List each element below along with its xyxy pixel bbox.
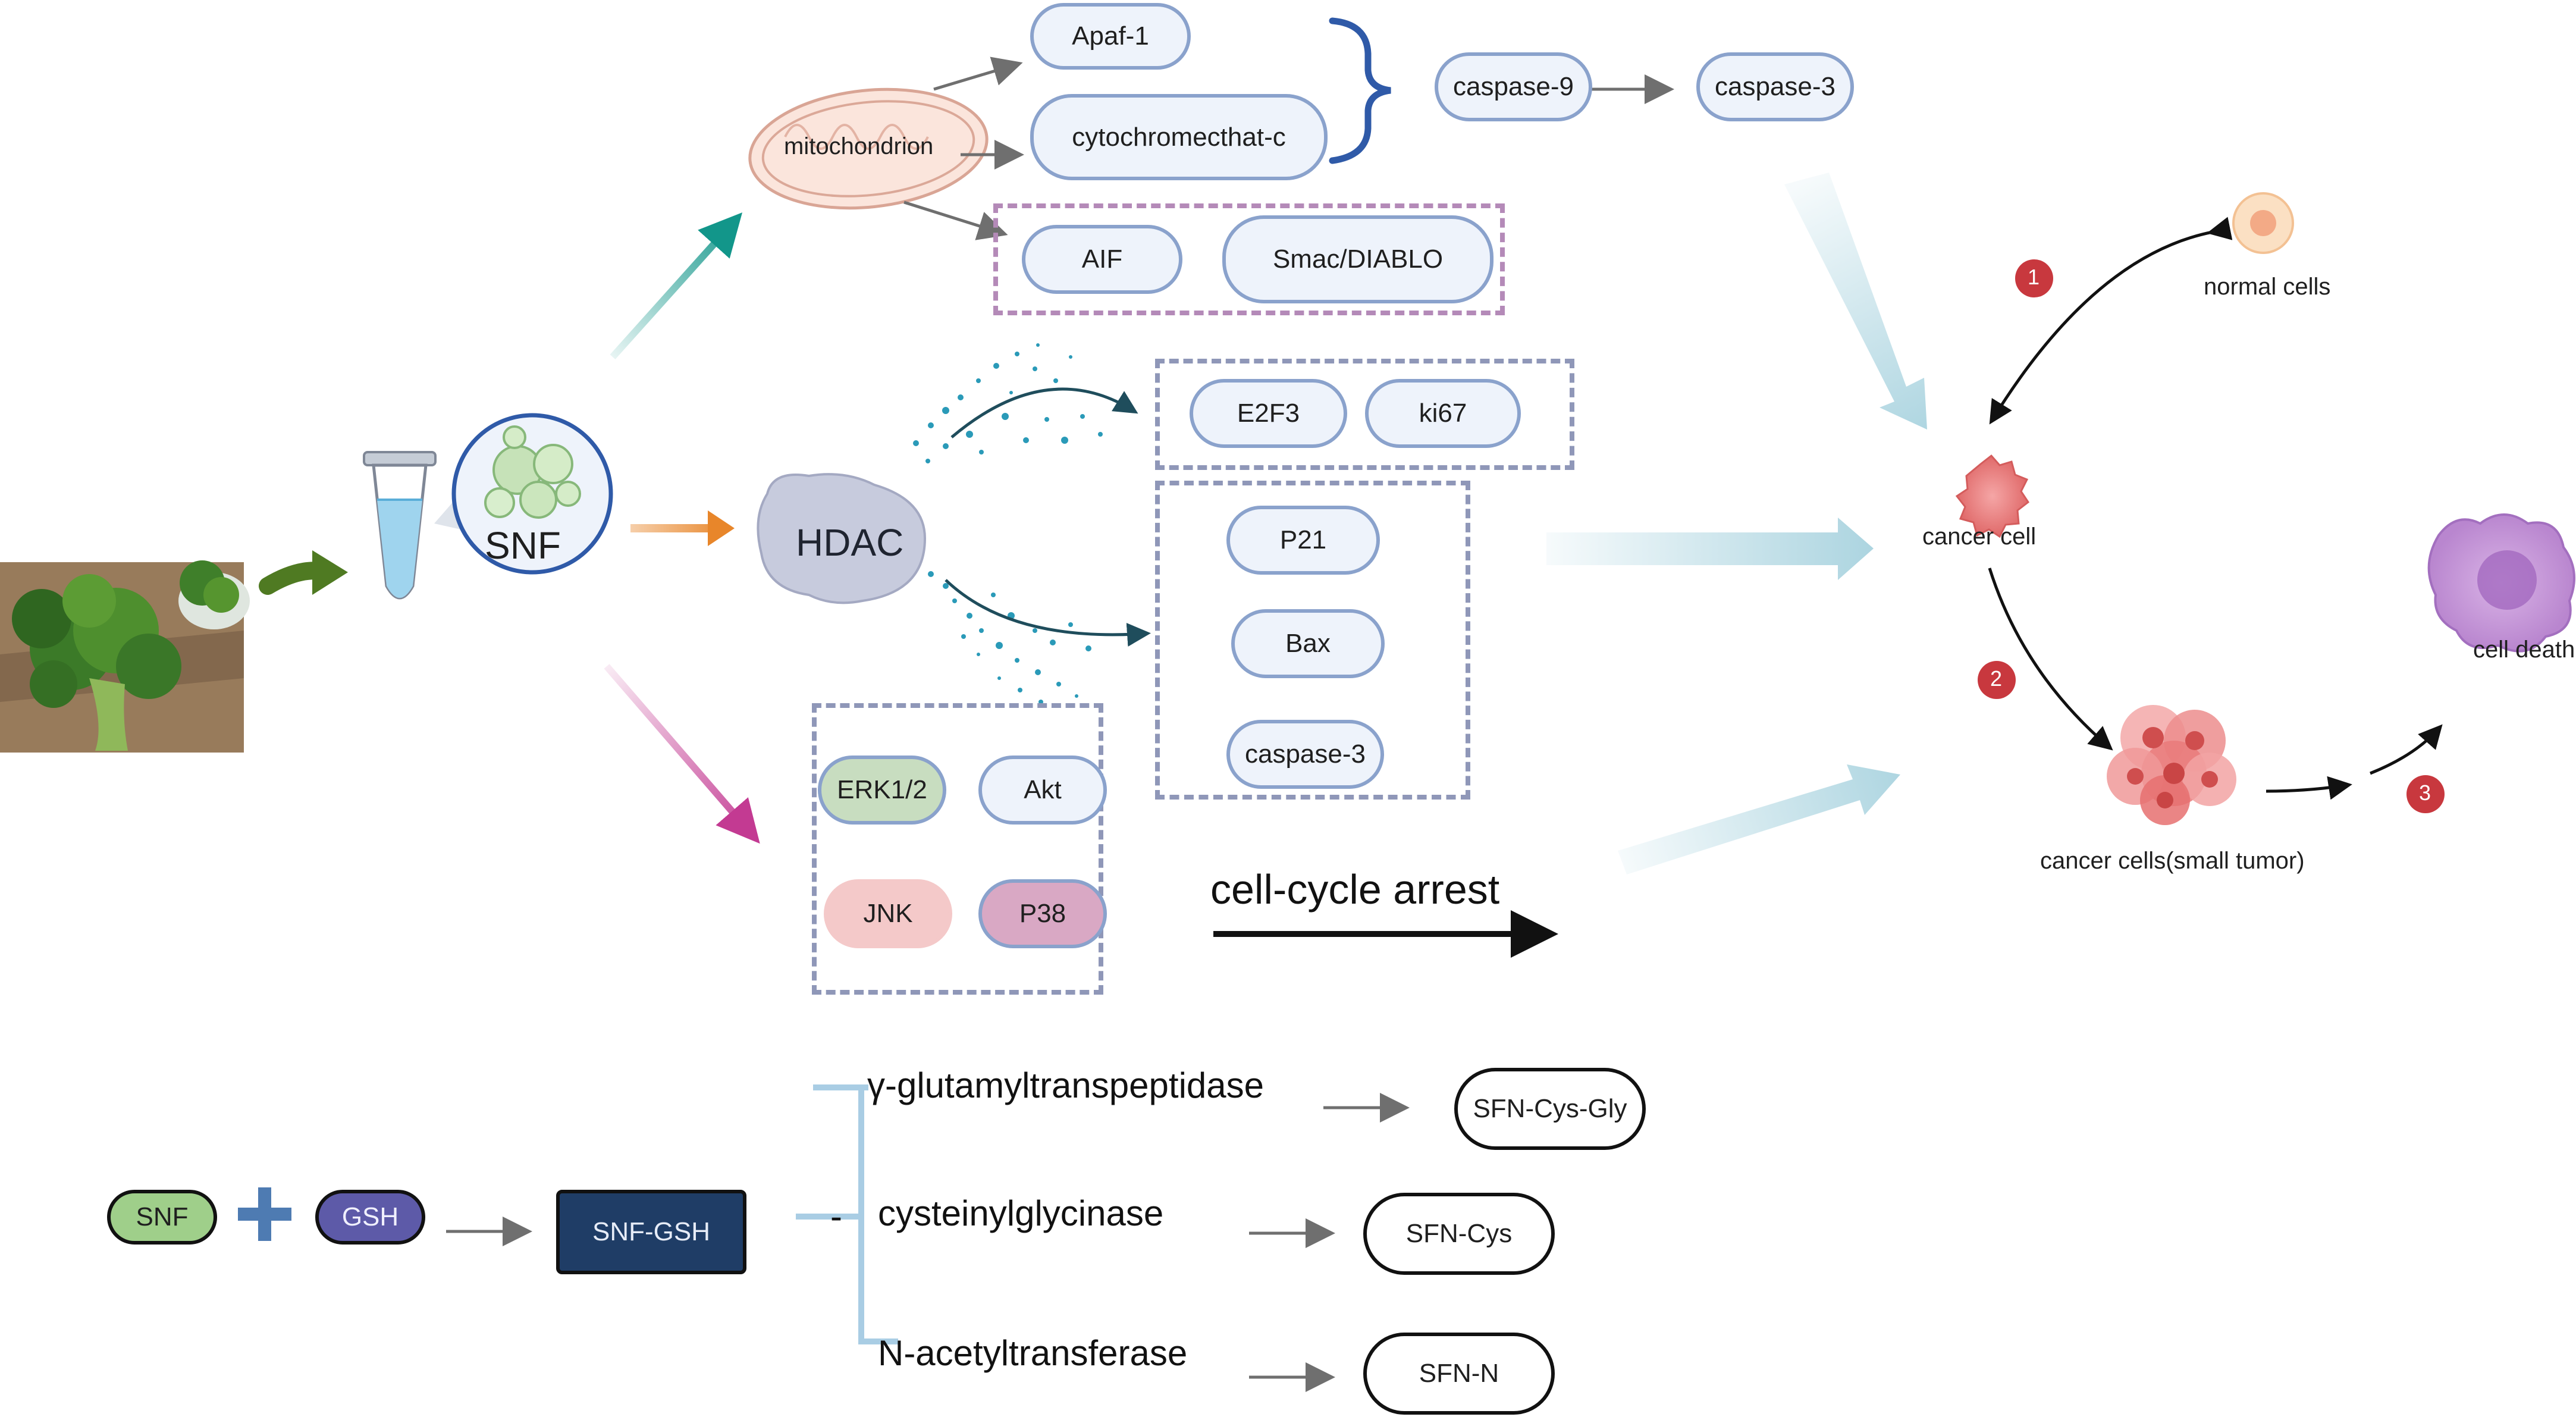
hdac-enzyme-icon [757,473,927,604]
snf-magnifier [451,413,613,575]
normal-cell-icon [2232,192,2294,254]
caspase3-mid-pill: caspase-3 [1226,720,1384,789]
mito-release-box [993,203,1505,315]
snf-gsh-box: SNF-GSH [556,1190,746,1274]
enzyme-bracket-vertical [858,1087,898,1344]
arrow-tumor-death-b [2370,724,2443,775]
e2f3-ki67-box [1155,359,1574,470]
mitochondrion-label: mitochondrion [784,133,934,159]
enzyme2-label: cysteinylglycinase [878,1193,1164,1233]
product2-pill: SFN-Cys [1363,1193,1555,1275]
small-tumor-icon [2107,705,2236,825]
enzyme3-label: N-acetyltransferase [878,1333,1188,1373]
step-1-number: 1 [2028,265,2040,289]
p38-pill: P38 [978,879,1107,948]
e2f3-pill: E2F3 [1190,379,1347,448]
bracket-dash-mark: - [830,1196,842,1236]
broccoli-photo [0,560,250,753]
p21-bax-caspase-box [1155,481,1470,800]
hdac-curve-to-e2f3 [950,387,1138,438]
p21-pill: P21 [1226,506,1380,575]
dying-cell-icon [2427,513,2575,653]
arrow-to-aif-box [903,200,1008,240]
mapk-box [812,703,1103,995]
cell-death-label: cell death [2473,637,2575,663]
bax-pill: Bax [1231,609,1385,678]
teal-arrow [610,212,743,360]
aif-pill: AIF [1022,225,1182,294]
apaf1-pill: Apaf-1 [1030,3,1191,70]
big-arrow-to-cancer-top [1784,173,1927,430]
orange-arrow-head [708,510,735,546]
arrow-cancer-tumor [1988,568,2113,751]
arrow-normal-cancer [1989,217,2233,425]
bracket-brace [1329,17,1391,164]
step-3-badge [2406,775,2445,813]
plus-sign-v [258,1187,271,1241]
cancer-cell-icon [1955,454,2030,538]
smac-pill: Smac/DIABLO [1222,215,1493,303]
cell-cycle-label: cell-cycle arrest [1210,866,1500,913]
step-1-badge [2015,259,2053,297]
normal-cells-label: normal cells [2204,274,2331,300]
mitochondrion-icon [748,87,989,210]
cancer-cell-label: cancer cell [1922,524,2037,550]
arrow-tumor-death-a [2266,776,2352,800]
snf-metab-pill: SNF [107,1190,217,1245]
snf-label: SNF [485,524,561,567]
step-2-number: 2 [1990,666,2003,691]
big-arrow-to-cancer-middle [1546,518,1874,580]
jnk-pill: JNK [824,879,952,948]
hdac-dots-upper [913,343,1103,463]
big-arrow-to-tumor [1618,764,1900,874]
enzyme1-label: γ-glutamyltranspeptidase [867,1065,1265,1105]
tumor-label: cancer cells(small tumor) [2040,848,2305,874]
gsh-pill: GSH [315,1190,425,1245]
akt-pill: Akt [978,756,1107,825]
hdac-label: HDAC [796,521,904,564]
caspase9-pill: caspase-9 [1435,52,1592,121]
caspase3-top-pill: caspase-3 [1696,52,1854,121]
cytochrome-pill: cytochromecthat-c [1030,94,1328,180]
ki67-pill: ki67 [1365,379,1521,448]
step-2-badge [1978,661,2016,699]
product3-pill: SFN-N [1363,1333,1555,1415]
erk-pill: ERK1/2 [818,756,946,825]
hdac-dots-lower [928,571,1091,704]
hdac-curve-to-p21 [945,579,1151,647]
green-arrow-head [312,550,348,595]
product1-pill: SFN-Cys-Gly [1454,1068,1646,1150]
magenta-arrow [604,664,760,844]
step-3-number: 3 [2419,780,2431,805]
arrow-to-apaf1 [933,57,1023,91]
